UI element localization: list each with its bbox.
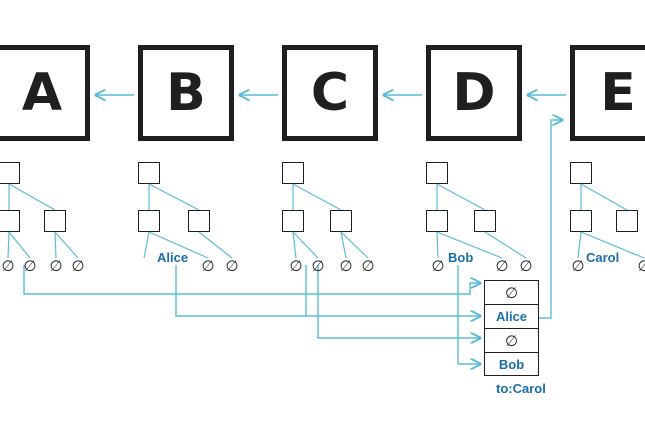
tree-edge [436,231,439,259]
tree-child-node [44,210,66,232]
tx-row-input-1: ∅ [484,280,539,304]
tree-edge [340,231,347,259]
tree-root-node [0,162,20,184]
tree-edge [8,183,56,211]
tree-edge [484,231,527,259]
tree-root-node [426,162,448,184]
tree-edge [580,231,645,259]
tree-child-node [426,210,448,232]
input-from-c-2 [317,265,480,338]
input-from-b [175,265,480,316]
null-leaf: ∅ [289,257,303,275]
null-leaf: ∅ [519,257,533,275]
label-alice: Alice [157,250,189,265]
tree-child-node [616,210,638,232]
tree-edge [198,231,233,259]
null-leaf: ∅ [311,257,325,275]
tx-row-bob: Bob [484,352,539,376]
null-leaf: ∅ [23,257,37,275]
merkle-tree-lines [7,183,645,259]
tree-root-node [138,162,160,184]
null-leaf: ∅ [495,257,509,275]
tx-row-input-3: ∅ [484,328,539,352]
block-b: B [138,45,234,141]
block-c: C [282,45,378,141]
tree-edge [148,231,209,259]
label-bob: Bob [448,250,474,265]
tree-child-node [282,210,304,232]
tree-child-node [474,210,496,232]
tree-child-node [0,210,20,232]
tree-edge [340,231,369,259]
tree-root-node [282,162,304,184]
tree-edge [436,231,503,259]
null-leaf: ∅ [1,257,15,275]
tree-edge [436,183,486,211]
tree-edge [54,231,57,259]
tree-root-node [570,162,592,184]
label-carol: Carol [586,250,620,265]
null-leaf: ∅ [431,257,445,275]
input-from-a [23,265,480,295]
link-tx-e [539,120,562,319]
block-d: D [426,45,522,141]
null-leaf: ∅ [339,257,353,275]
null-leaf: ∅ [71,257,85,275]
null-leaf: ∅ [637,257,645,275]
block-a: A [0,45,90,141]
tree-child-node [330,210,352,232]
tx-row-alice: Alice [484,304,539,328]
tree-edge [54,231,79,259]
null-leaf: ∅ [201,257,215,275]
tree-edge [292,183,342,211]
tree-edge [577,231,582,259]
input-from-d [457,265,480,364]
tree-child-node [138,210,160,232]
null-leaf: ∅ [49,257,63,275]
tree-edge [580,183,628,211]
null-leaf: ∅ [361,257,375,275]
tree-child-node [188,210,210,232]
block-e: E [570,45,645,141]
tree-child-node [570,210,592,232]
tree-edge [143,231,150,259]
null-leaf: ∅ [225,257,239,275]
null-leaf: ∅ [571,257,585,275]
tree-edge [148,183,200,211]
tree-edge [292,231,297,259]
tx-recipient: to:Carol [496,381,546,396]
tree-edge [7,231,10,259]
tree-edge [292,231,319,259]
tree-edge [8,231,31,259]
